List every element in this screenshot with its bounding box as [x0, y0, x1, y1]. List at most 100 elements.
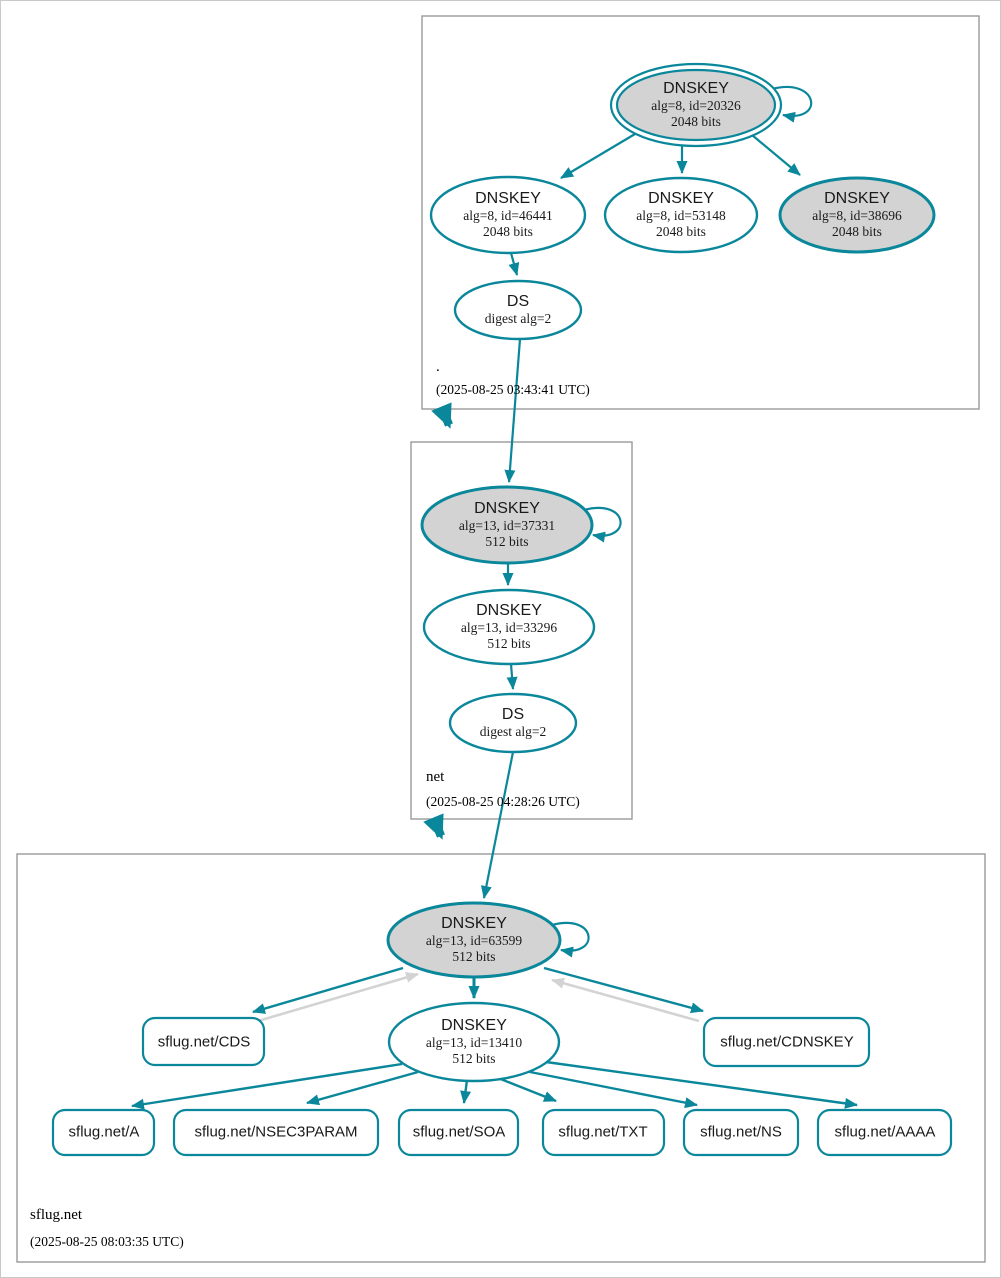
- zone-box-net: [410, 441, 633, 820]
- rrset-label: sflug.net/A: [68, 1123, 140, 1141]
- node-rect-cds: [141, 1016, 266, 1067]
- node-rect-aaaa: [816, 1108, 953, 1157]
- node-label: DNSKEY: [663, 80, 729, 98]
- edge-sflug-zsk-to-ns: [524, 1069, 698, 1109]
- rrset-label: sflug.net/NSEC3PARAM: [194, 1123, 358, 1141]
- node-detail: alg=8, id=46441: [463, 208, 553, 224]
- node-root-ksk[interactable]: DNSKEY alg=8, id=20326 2048 bits: [651, 80, 740, 130]
- edge-root-ksk-to-46441: [560, 133, 636, 179]
- node-ellipse-root-ds: [453, 279, 583, 341]
- node-ellipse-net-ds: [448, 692, 578, 754]
- zone-label-sflug-net: sflug.net: [30, 1207, 83, 1223]
- node-rrset-aaaa[interactable]: sflug.net/AAAA: [835, 1124, 936, 1141]
- node-detail: alg=8, id=53148: [636, 208, 726, 224]
- node-root-key-53148[interactable]: DNSKEY alg=8, id=53148 2048 bits: [636, 190, 725, 240]
- node-rrset-nsec3param[interactable]: sflug.net/NSEC3PARAM: [194, 1124, 357, 1141]
- node-ellipse-root-key-53148: [603, 176, 759, 254]
- node-detail: alg=8, id=20326: [651, 98, 741, 114]
- node-bits: 512 bits: [452, 1050, 496, 1066]
- node-detail: digest alg=2: [479, 723, 547, 739]
- edge-cds-to-sflug-ksk-gray: [257, 972, 419, 1023]
- edge-sflug-ksk-to-cdnskey: [543, 966, 704, 1014]
- node-label: DS: [506, 293, 530, 311]
- node-label: DNSKEY: [475, 190, 541, 208]
- rrset-label: sflug.net/SOA: [412, 1123, 506, 1141]
- zone-box-sflug-net: [16, 853, 986, 1263]
- edge-sflug-ksk-self-loop: [551, 922, 590, 958]
- edge-46441-to-root-ds: [508, 252, 520, 276]
- edge-sflug-zsk-to-soa: [460, 1079, 472, 1104]
- node-ellipse-net-ksk: [420, 485, 594, 565]
- node-detail: alg=13, id=13410: [425, 1035, 523, 1051]
- zone-box-root: [421, 15, 980, 410]
- rrset-label: sflug.net/AAAA: [834, 1123, 936, 1141]
- node-bits: 2048 bits: [832, 223, 882, 239]
- node-label: DNSKEY: [648, 190, 714, 208]
- node-bits: 512 bits: [485, 533, 529, 549]
- node-rrset-soa[interactable]: sflug.net/SOA: [413, 1124, 506, 1141]
- node-ellipse-sflug-ksk: [386, 901, 562, 979]
- node-rect-txt: [541, 1108, 666, 1157]
- node-label: DNSKEY: [824, 190, 890, 208]
- node-ellipse-net-zsk: [422, 588, 596, 666]
- edge-net-ds-to-sflug-ksk: [480, 751, 515, 899]
- edge-net-to-sflug-delegation: [423, 813, 445, 840]
- node-label: DNSKEY: [441, 1017, 507, 1035]
- node-bits: 2048 bits: [483, 223, 533, 239]
- node-rrset-a[interactable]: sflug.net/A: [69, 1124, 140, 1141]
- node-detail: digest alg=2: [484, 310, 552, 326]
- node-sflug-zsk[interactable]: DNSKEY alg=13, id=13410 512 bits: [426, 1017, 522, 1067]
- node-net-ksk[interactable]: DNSKEY alg=13, id=37331 512 bits: [459, 500, 555, 550]
- node-label: DNSKEY: [476, 602, 542, 620]
- node-label: DNSKEY: [441, 915, 507, 933]
- edge-sflug-zsk-to-nsec3param: [306, 1070, 419, 1106]
- node-rect-ns: [682, 1108, 800, 1157]
- node-bits: 2048 bits: [671, 113, 721, 129]
- edge-sflug-zsk-to-txt: [497, 1076, 557, 1103]
- node-detail: alg=13, id=63599: [425, 933, 523, 949]
- node-rrset-ns[interactable]: sflug.net/NS: [700, 1124, 782, 1141]
- node-ellipse-root-ksk-inner: [615, 68, 777, 142]
- edge-root-ksk-to-38696: [751, 134, 801, 176]
- rrset-label: sflug.net/NS: [700, 1123, 782, 1141]
- zone-timestamp-net: (2025-08-25 04:28:26 UTC): [426, 794, 580, 809]
- node-root-ds[interactable]: DS digest alg=2: [485, 293, 551, 327]
- edge-cdnskey-to-sflug-ksk-gray: [551, 977, 700, 1023]
- node-detail: alg=8, id=38696: [812, 208, 902, 224]
- node-root-key-46441[interactable]: DNSKEY alg=8, id=46441 2048 bits: [463, 190, 552, 240]
- zone-timestamp-root: (2025-08-25 03:43:41 UTC): [436, 382, 590, 397]
- zone-label-root: .: [436, 359, 440, 375]
- node-label: DNSKEY: [474, 500, 540, 518]
- node-net-ds[interactable]: DS digest alg=2: [480, 706, 546, 740]
- node-bits: 512 bits: [452, 948, 496, 964]
- node-bits: 2048 bits: [656, 223, 706, 239]
- node-detail: alg=13, id=33296: [460, 620, 558, 636]
- node-rrset-txt[interactable]: sflug.net/TXT: [558, 1124, 647, 1141]
- node-ellipse-root-key-46441: [429, 175, 587, 255]
- edge-sflug-zsk-to-a: [131, 1062, 403, 1110]
- edge-root-ds-to-net-ksk: [504, 338, 522, 483]
- edge-sflug-zsk-to-aaaa: [545, 1060, 858, 1109]
- node-sflug-ksk[interactable]: DNSKEY alg=13, id=63599 512 bits: [426, 915, 522, 965]
- node-root-key-38696[interactable]: DNSKEY alg=8, id=38696 2048 bits: [812, 190, 901, 240]
- edge-root-ksk-self-loop: [771, 86, 813, 123]
- node-rrset-cdnskey[interactable]: sflug.net/CDNSKEY: [720, 1034, 853, 1051]
- node-rect-a: [51, 1108, 156, 1157]
- zone-timestamp-sflug-net: (2025-08-25 08:03:35 UTC): [30, 1234, 184, 1249]
- node-rrset-cds[interactable]: sflug.net/CDS: [158, 1034, 251, 1051]
- node-bits: 512 bits: [487, 635, 531, 651]
- node-ellipse-root-key-38696: [778, 176, 936, 254]
- edge-net-ksk-self-loop: [583, 507, 622, 543]
- node-net-zsk[interactable]: DNSKEY alg=13, id=33296 512 bits: [461, 602, 557, 652]
- node-rect-cdnskey: [702, 1016, 871, 1068]
- edge-sflug-ksk-to-cds: [252, 966, 404, 1014]
- edge-net-zsk-to-ds: [506, 663, 518, 690]
- node-ellipse-sflug-zsk: [387, 1001, 561, 1083]
- rrset-label: sflug.net/TXT: [558, 1123, 648, 1141]
- node-rect-soa: [397, 1108, 520, 1157]
- rrset-label: sflug.net/CDNSKEY: [720, 1033, 854, 1051]
- node-rect-nsec3param: [172, 1108, 380, 1157]
- rrset-label: sflug.net/CDS: [157, 1033, 251, 1051]
